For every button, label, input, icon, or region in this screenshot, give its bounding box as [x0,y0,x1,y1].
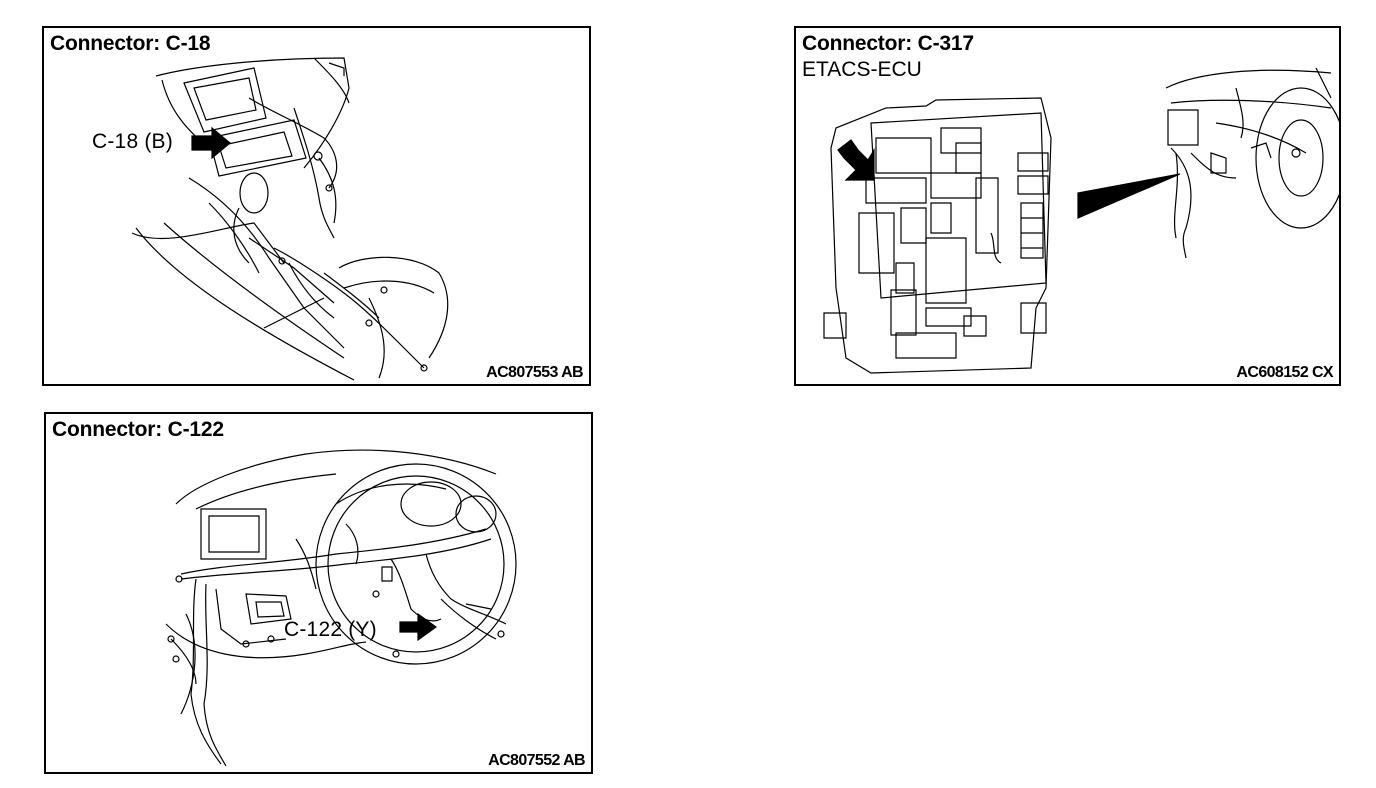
dashboard-harness-illustration [46,414,591,772]
panel-title: Connector: C-317 [802,32,974,55]
callout-label: C-18 (B) [92,130,173,153]
arrow-right-icon [192,128,230,158]
panel-connector-c317: Connector: C-317 ETACS-ECU AC608152 CX [794,26,1341,386]
wedge-pointer-icon [1078,174,1180,218]
panel-subtitle: ETACS-ECU [802,58,922,81]
callout-label: C-122 (Y) [284,618,377,641]
panel-connector-c122: Connector: C-122 C-122 (Y) AC807552 AB [44,412,593,774]
panel-connector-c18: Connector: C-18 C-18 (B) AC807553 AB [42,26,591,386]
arrow-right-icon [400,614,436,640]
figure-code: AC807553 AB [486,364,583,381]
arrow-down-right-icon [838,140,874,180]
figure-code: AC807552 AB [488,752,585,769]
figure-code: AC608152 CX [1236,364,1333,381]
etacs-ecu-illustration [796,28,1339,384]
center-console-illustration [44,28,589,384]
panel-title: Connector: C-18 [50,32,211,55]
panel-title: Connector: C-122 [52,418,224,441]
